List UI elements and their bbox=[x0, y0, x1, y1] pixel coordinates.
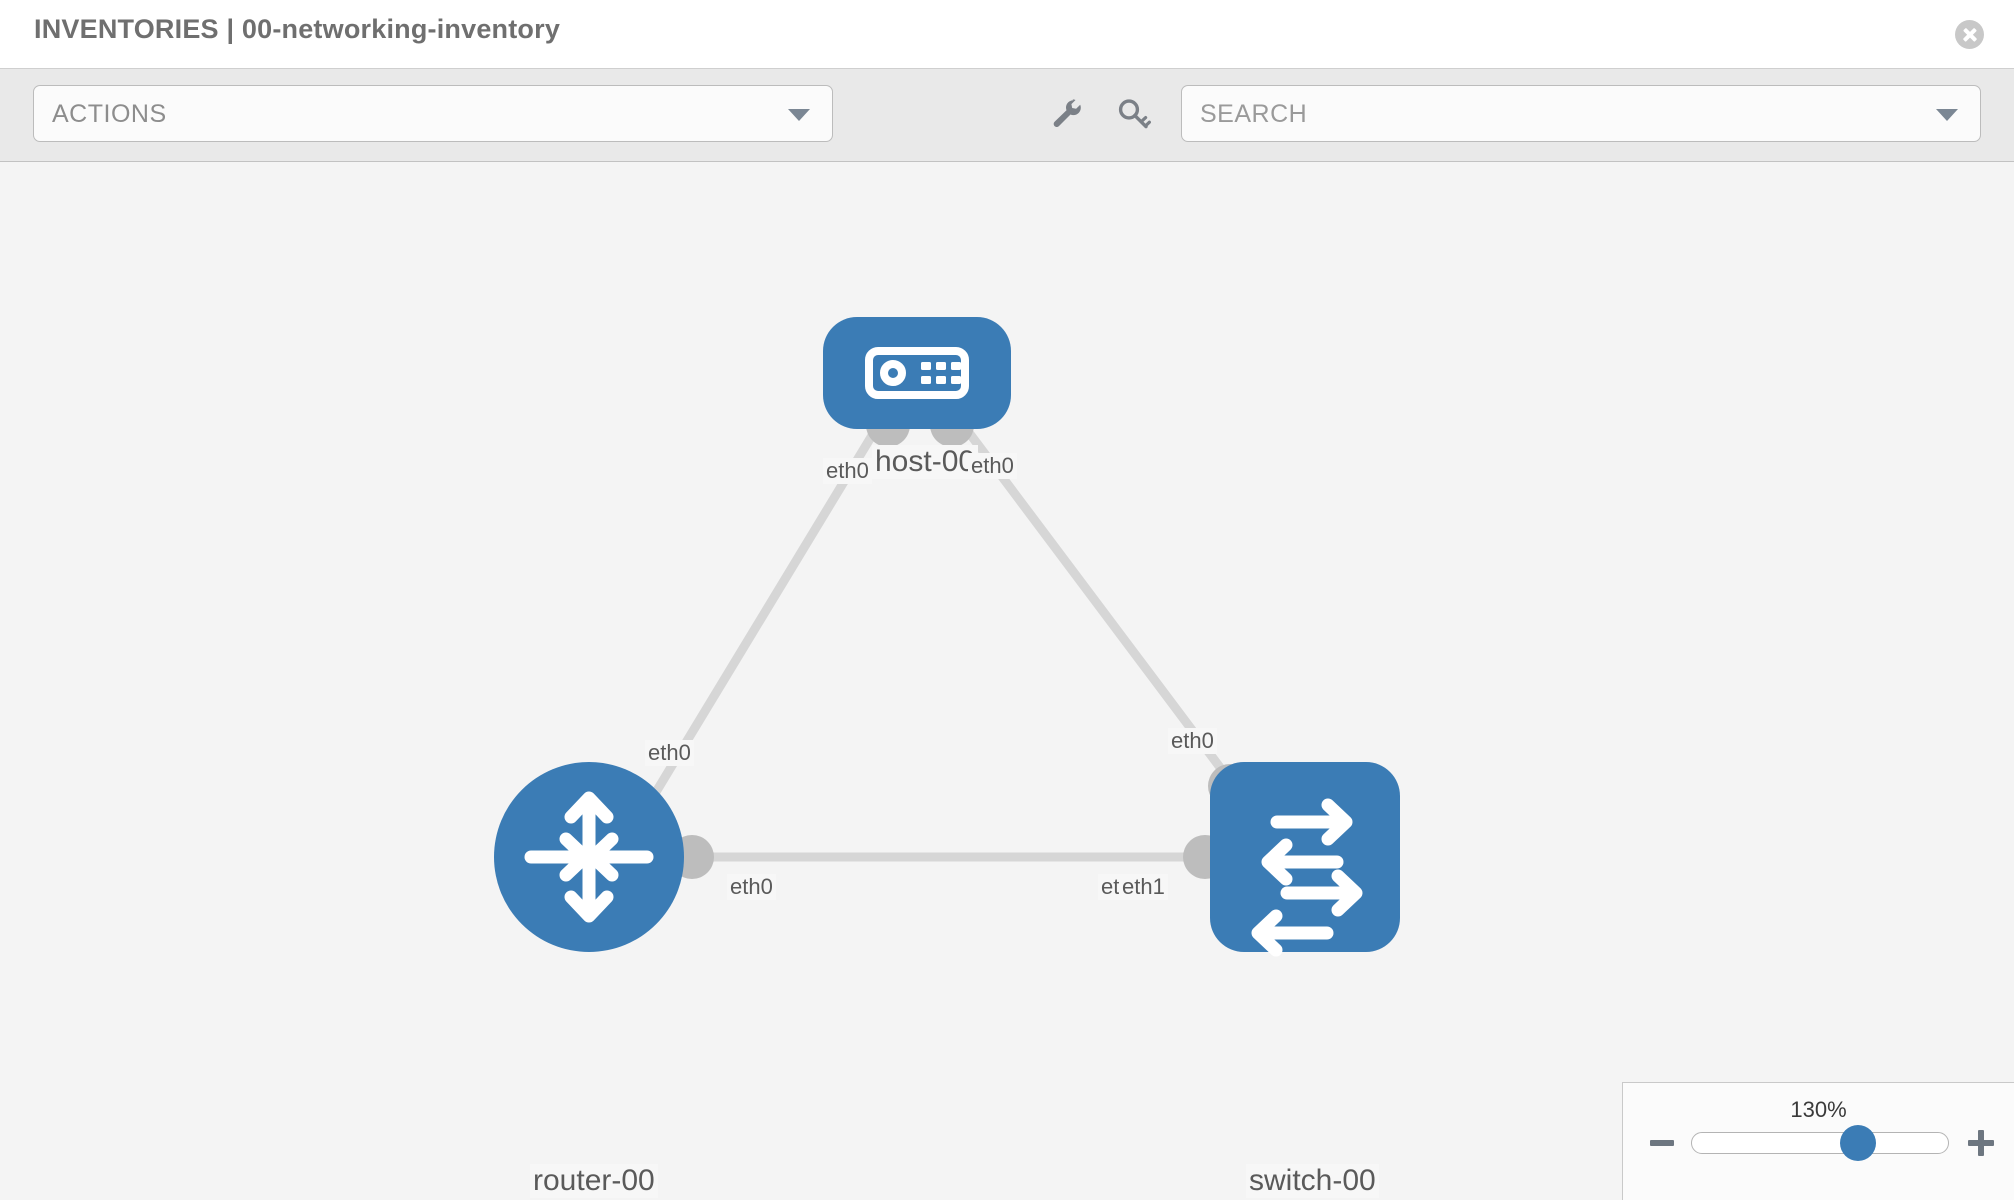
topology-links bbox=[631, 409, 1251, 862]
node-switch-00 bbox=[1210, 762, 1400, 957]
zoom-control-panel: 130% bbox=[1622, 1082, 2014, 1200]
server-icon bbox=[865, 347, 969, 399]
node-host-00 bbox=[823, 317, 1011, 429]
interface-label-switch-up: eth0 bbox=[1168, 728, 1217, 754]
topology-canvas[interactable]: host-00 router-00 switch-00 eth0 eth0 et… bbox=[0, 162, 2014, 1200]
interface-label-host-right: eth0 bbox=[968, 453, 1017, 479]
interface-label-router-up: eth0 bbox=[645, 740, 694, 766]
node-label-switch-00: switch-00 bbox=[1246, 1164, 1379, 1198]
switch-arrows-icon bbox=[1251, 798, 1363, 957]
search-placeholder: SEARCH bbox=[1200, 100, 1308, 128]
chevron-down-icon bbox=[788, 109, 810, 121]
close-icon[interactable] bbox=[1955, 20, 1984, 49]
node-label-host-00: host-00 bbox=[872, 445, 979, 479]
wrench-icon[interactable] bbox=[1050, 97, 1084, 131]
title-bar: INVENTORIES | 00-networking-inventory bbox=[0, 0, 2014, 69]
page-title: INVENTORIES | 00-networking-inventory bbox=[34, 14, 561, 44]
zoom-slider-handle[interactable] bbox=[1840, 1125, 1876, 1161]
interface-label-switch-left-b: eth1 bbox=[1119, 874, 1168, 900]
topology-graph bbox=[494, 317, 1400, 957]
zoom-slider-track[interactable] bbox=[1691, 1132, 1949, 1154]
interface-label-host-left: eth0 bbox=[823, 458, 872, 484]
chevron-down-icon[interactable] bbox=[1936, 109, 1958, 121]
node-label-router-00: router-00 bbox=[530, 1164, 658, 1198]
router-arrows-icon bbox=[524, 791, 654, 923]
node-router-00 bbox=[494, 762, 684, 952]
minus-icon[interactable] bbox=[1647, 1128, 1677, 1158]
interface-label-router-right: eth0 bbox=[727, 874, 776, 900]
actions-dropdown[interactable]: ACTIONS bbox=[33, 85, 833, 142]
key-icon[interactable] bbox=[1117, 97, 1151, 131]
search-input[interactable]: SEARCH bbox=[1181, 85, 1981, 142]
toolbar: ACTIONS SEARCH bbox=[0, 69, 2014, 162]
plus-icon[interactable] bbox=[1966, 1128, 1996, 1158]
zoom-level-value: 130% bbox=[1790, 1097, 1847, 1122]
actions-dropdown-label: ACTIONS bbox=[52, 100, 167, 128]
